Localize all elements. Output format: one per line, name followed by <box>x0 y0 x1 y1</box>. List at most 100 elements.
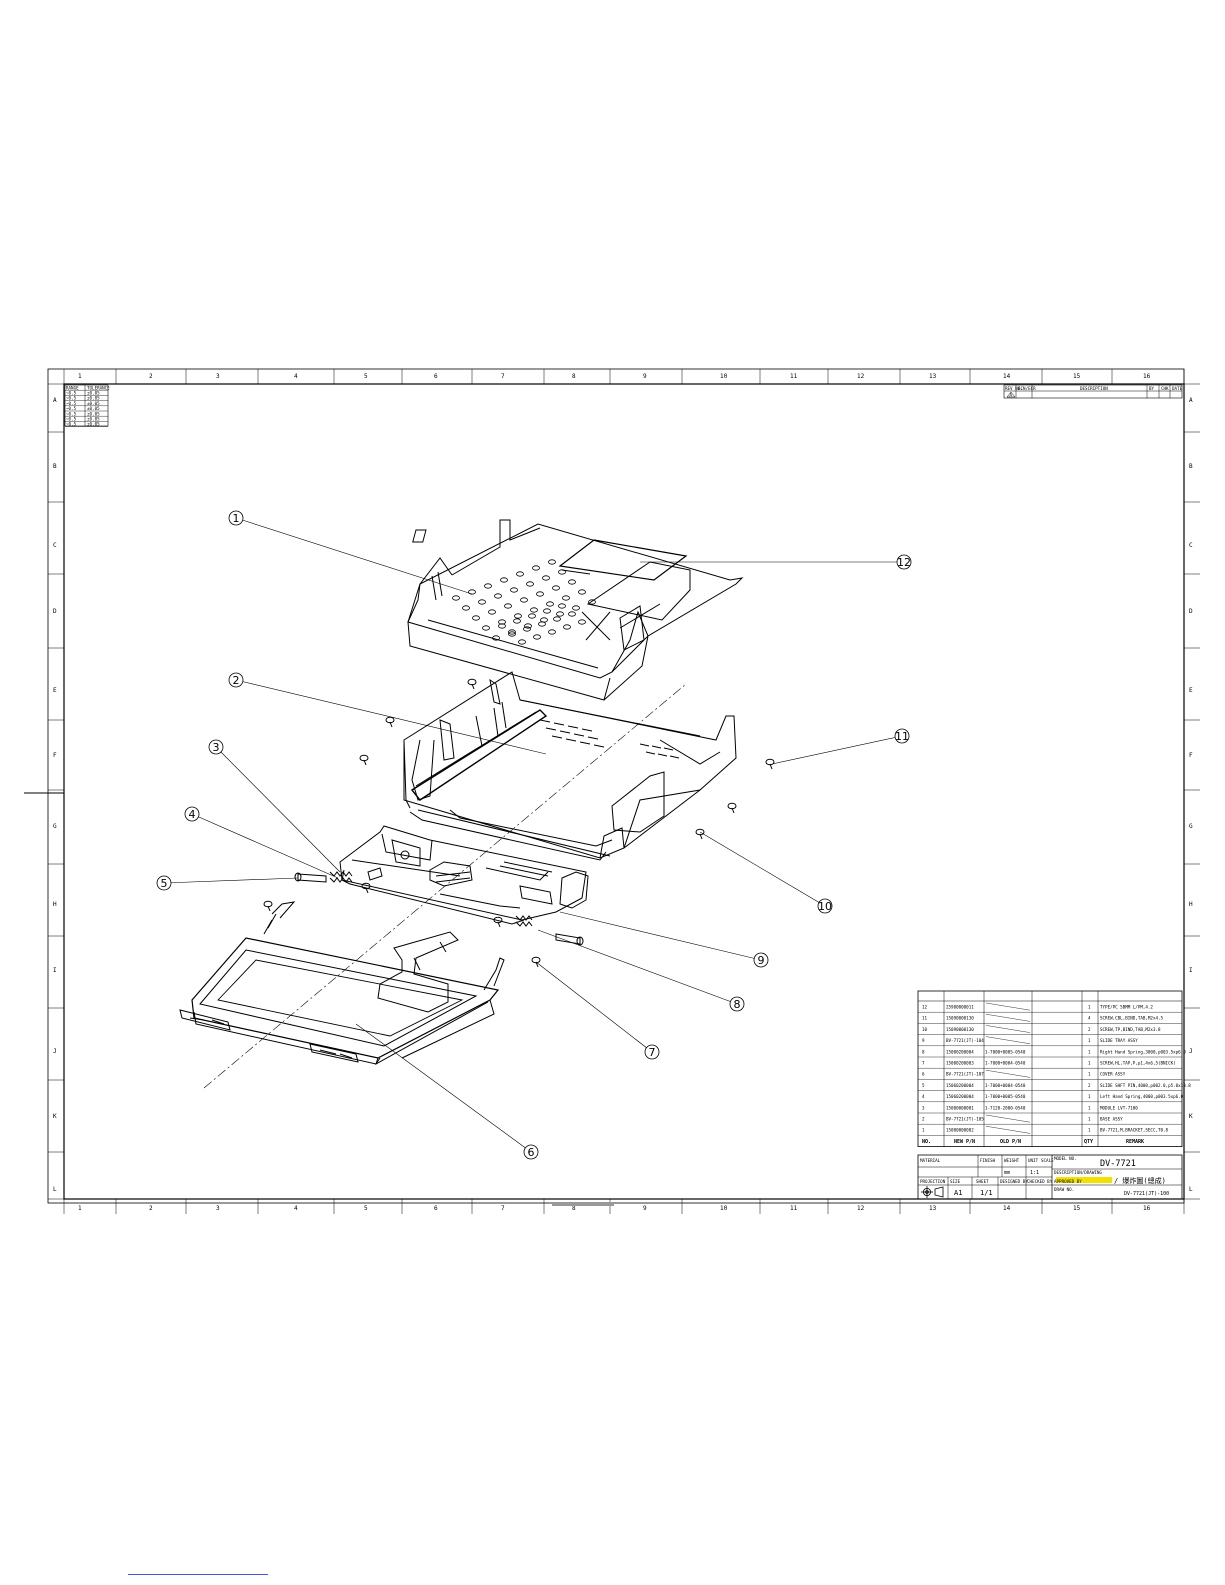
row-label: I <box>53 967 57 974</box>
row-label: C <box>53 542 57 549</box>
bom-qty: 2 <box>1088 1083 1091 1088</box>
tolerance-range: ~0.5 <box>66 401 77 406</box>
column-label: 15 <box>1073 1205 1081 1212</box>
revision-triangle-icon <box>1006 391 1016 398</box>
part-lcd-cover <box>179 901 505 1066</box>
tolerance-range: ~0.5 <box>66 417 77 422</box>
column-label: 16 <box>1143 1205 1151 1212</box>
tolerance-range: ~0.5 <box>66 411 77 416</box>
row-label: H <box>1189 901 1193 908</box>
size-value: A1 <box>954 1189 962 1197</box>
column-label: 4 <box>294 1205 298 1212</box>
callout-balloon: 1 <box>228 510 244 526</box>
spring-right <box>515 915 533 927</box>
column-grid-labels: 1122334455667788991010111112121313141415… <box>63 369 1185 1214</box>
row-label: J <box>53 1048 57 1055</box>
column-label: 12 <box>857 373 865 380</box>
leader-line <box>535 961 653 1053</box>
bom-new-pn: 15000000001 <box>946 1105 974 1110</box>
slide-pin-left <box>294 872 327 883</box>
leader-line <box>191 813 339 879</box>
tolerance-range: ~0.5 <box>66 391 77 396</box>
callout-number: 3 <box>213 741 220 754</box>
bom-new-pn: 25900000011 <box>946 1005 974 1010</box>
bom-qty: 1 <box>1088 1105 1091 1110</box>
column-label: 7 <box>501 373 505 380</box>
column-label: 10 <box>720 373 728 380</box>
revision-block: REV NO. ECN/ECR DESCRIPTION BY CHK DATE … <box>1003 384 1183 399</box>
bom-remark: SCREW,TP,BIND,TAB,M2x3.8 <box>1100 1027 1161 1032</box>
column-label: 9 <box>643 1205 647 1212</box>
callout-balloon: 2 <box>228 672 244 688</box>
slide-pin-right <box>555 933 584 946</box>
tolerance-value: ±0.05 <box>87 417 100 422</box>
column-label: 7 <box>501 1205 505 1212</box>
column-label: 11 <box>790 1205 798 1212</box>
part-bracket <box>407 519 744 701</box>
column-label: 14 <box>1003 373 1011 380</box>
tolerance-range: ~0.5 <box>66 406 77 411</box>
callout-balloon: 10 <box>817 898 833 914</box>
bom-new-pn: 15060200004 <box>946 1094 974 1099</box>
column-label: 9 <box>643 373 647 380</box>
screws <box>263 678 775 968</box>
bom-remark: SLIDE SHFT PIN,4000,p002.0,p5.0x13.8 <box>1100 1083 1191 1088</box>
bom-remark: SLIDE TRAY ASSY <box>1100 1038 1138 1043</box>
screw-icon <box>361 882 371 894</box>
bom-header-no: NO. <box>922 1139 931 1145</box>
row-label: E <box>1189 687 1193 694</box>
leader-line <box>771 735 903 765</box>
tolerance-value: ±0.05 <box>87 401 100 406</box>
column-label: 13 <box>929 373 937 380</box>
bom-old-pn: 1-7000+0005-0540 <box>985 1049 1026 1054</box>
bom-no: 3 <box>922 1105 925 1110</box>
bom-header-remark: REMARK <box>1126 1139 1144 1145</box>
tolerance-value: ±0.05 <box>87 406 100 411</box>
description-highlight <box>1056 1177 1112 1183</box>
chk-header: CHK <box>1161 386 1169 391</box>
screw-icon <box>695 828 705 840</box>
callout-number: 4 <box>189 808 196 821</box>
bom-remark: BV-7721,M,BRACKET,SECC,T0.8 <box>1100 1128 1169 1133</box>
leader-line <box>559 911 762 961</box>
bom-remark: SCREW,HL,TAP,P,p1,4x6,5(BNICK) <box>1100 1061 1176 1066</box>
column-label: 5 <box>364 1205 368 1212</box>
column-label: 13 <box>929 1205 937 1212</box>
vendor-mark <box>552 1202 614 1206</box>
bom-old-pn: 1-7000+0004-0540 <box>985 1061 1026 1066</box>
bom-no: 9 <box>922 1038 925 1043</box>
bom-no: 10 <box>922 1027 928 1032</box>
bom-new-pn: BV-7721(JT)-107 <box>946 1072 984 1077</box>
footer-link-underline[interactable] <box>128 1574 268 1575</box>
bom-new-pn: 15060200004 <box>946 1083 974 1088</box>
column-label: 8 <box>572 373 576 380</box>
tolerance-range: ~0.5 <box>66 396 77 401</box>
row-label: J <box>1189 1048 1193 1055</box>
screw-icon <box>493 916 503 928</box>
bom-header-old_pn: OLD P/N <box>1000 1139 1021 1145</box>
callout-balloon: 11 <box>894 728 910 744</box>
tolerance-value: ±0.05 <box>87 422 100 427</box>
unit-value: mm <box>1004 1170 1010 1176</box>
bom-no: 1 <box>922 1128 925 1133</box>
bom-no: 2 <box>922 1117 925 1122</box>
tolerance-value: ±0.05 <box>87 391 100 396</box>
callout-number: 8 <box>734 998 741 1011</box>
tolerance-range: ~0.5 <box>66 422 77 427</box>
callout-number: 11 <box>895 730 909 743</box>
row-label: A <box>53 397 57 404</box>
row-label: C <box>1189 542 1193 549</box>
finish-label: FINISH <box>980 1158 996 1163</box>
column-label: 2 <box>149 1205 153 1212</box>
bom-remark: COVER ASSY <box>1100 1072 1126 1077</box>
bom-no: 11 <box>922 1016 928 1021</box>
bom-qty: 1 <box>1088 1128 1091 1133</box>
